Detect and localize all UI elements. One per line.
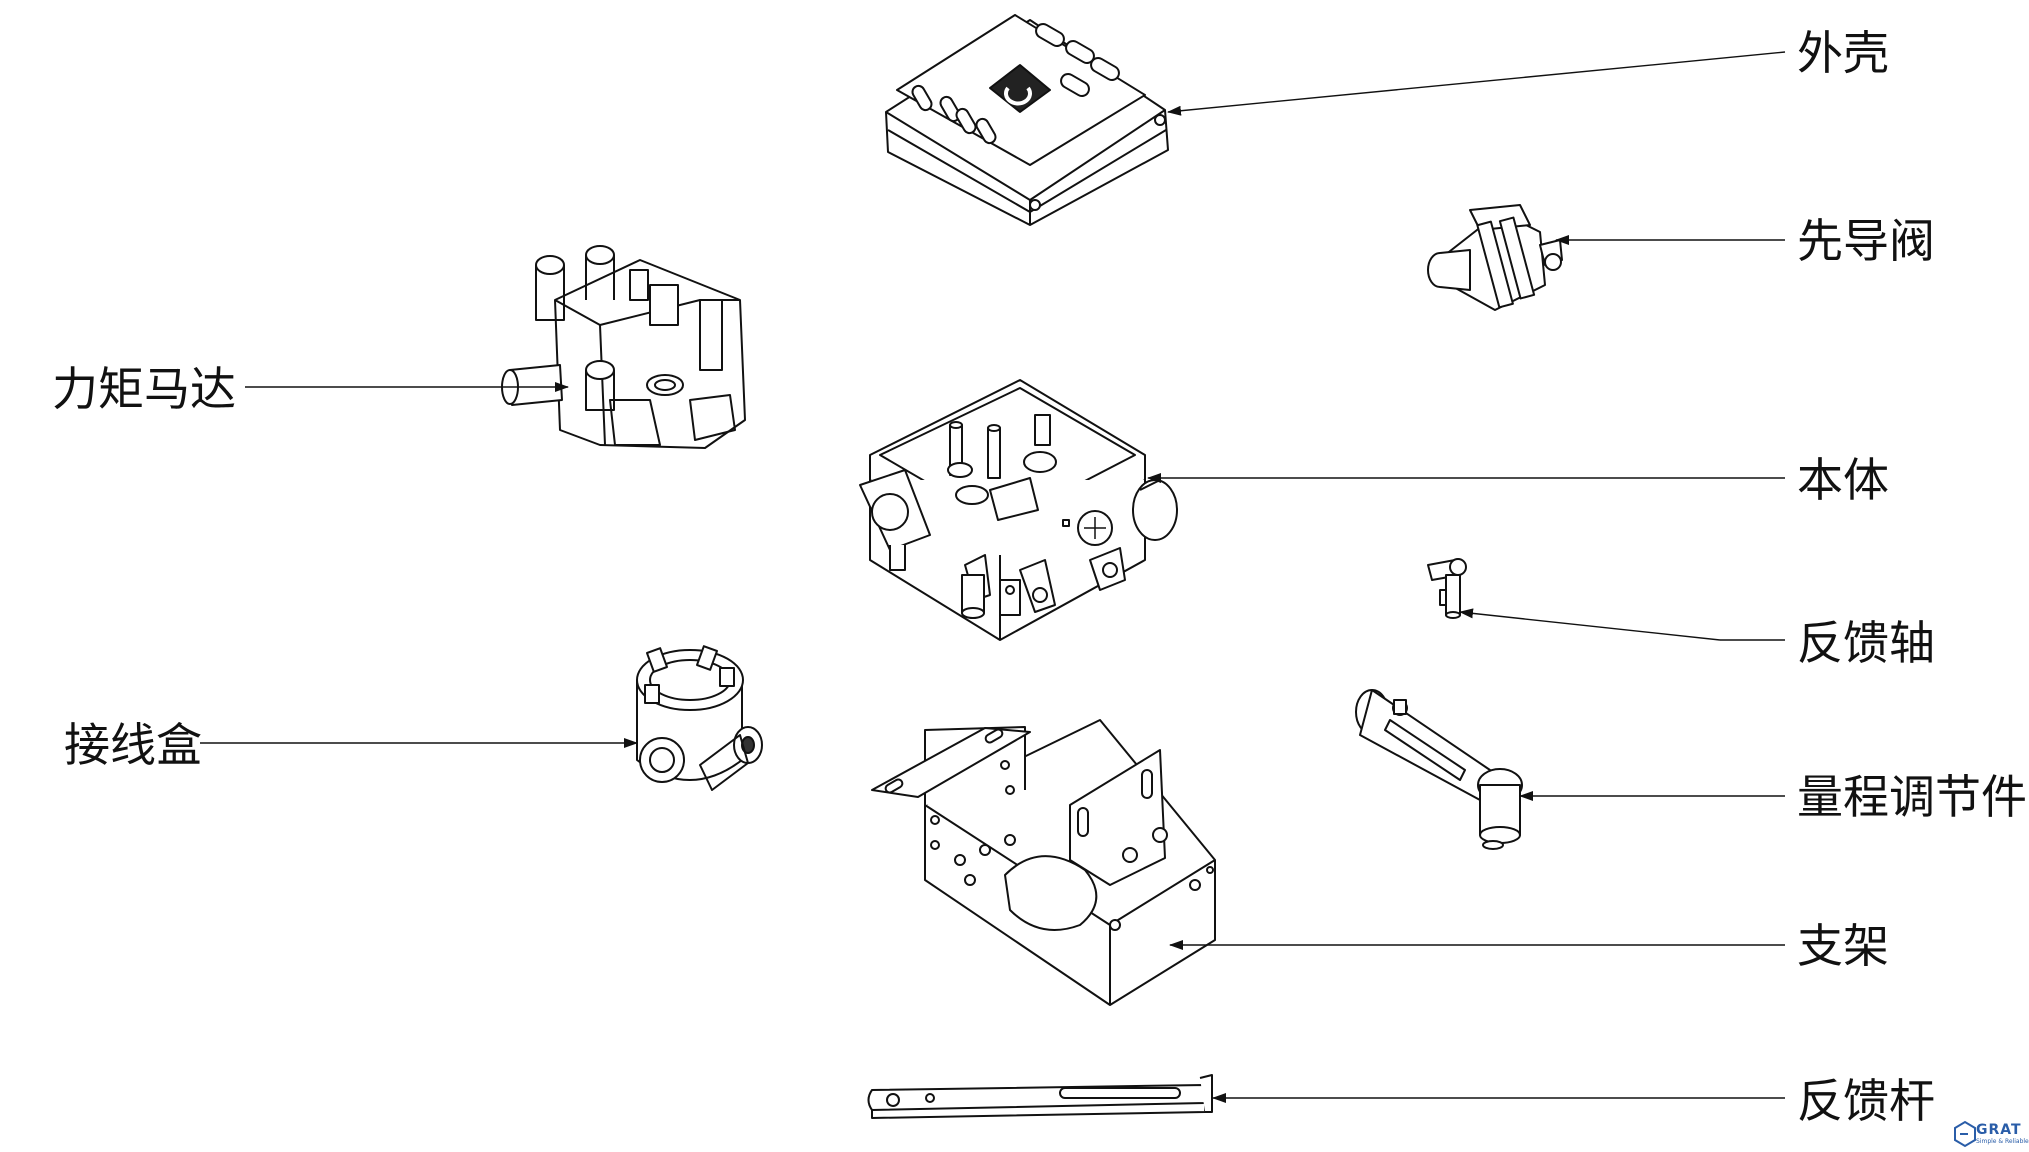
label-pilot-valve: 先导阀 xyxy=(1797,214,1935,268)
label-bracket: 支架 xyxy=(1797,919,1889,973)
label-body: 本体 xyxy=(1797,453,1889,507)
body-part xyxy=(859,379,1178,641)
label-feedback-shaft: 反馈轴 xyxy=(1797,616,1935,670)
logo-text: GRAT xyxy=(1976,1122,2022,1138)
label-housing: 外壳 xyxy=(1797,26,1889,80)
label-range-adjuster: 量程调节件 xyxy=(1797,770,2027,824)
housing-part xyxy=(885,14,1169,226)
leader-feedback-shaft-2 xyxy=(1459,608,1721,641)
junction-box-part xyxy=(636,645,763,791)
feedback-shaft-part xyxy=(1427,558,1467,619)
torque-motor-part xyxy=(501,245,746,449)
label-torque-motor: 力矩马达 xyxy=(52,362,236,416)
pilot-valve-part xyxy=(1427,204,1563,311)
label-feedback-rod: 反馈杆 xyxy=(1797,1074,1935,1128)
range-adjuster-part xyxy=(1355,689,1523,850)
label-junction-box: 接线盒 xyxy=(64,718,202,772)
leader-lines xyxy=(200,51,1786,1103)
leader-housing xyxy=(1167,51,1786,116)
logo-mark xyxy=(1954,1120,1976,1148)
feedback-rod-part xyxy=(867,1074,1213,1119)
logo-subtext: Simple & Reliable xyxy=(1976,1138,2029,1145)
bracket-part xyxy=(871,719,1216,1006)
